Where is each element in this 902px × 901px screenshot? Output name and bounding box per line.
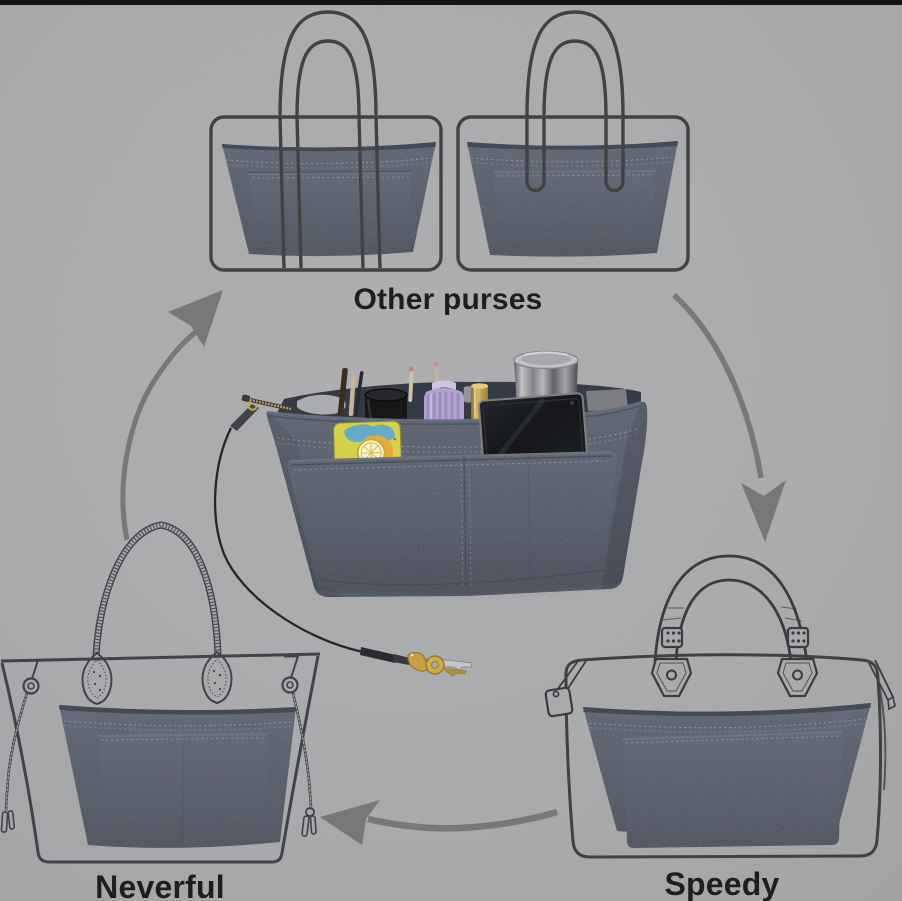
label-speedy: Speedy xyxy=(664,866,780,901)
neverful-rings-laces xyxy=(0,655,317,837)
speedy-outline xyxy=(564,653,887,859)
speedy-felt-insert xyxy=(583,703,871,848)
gold-zipper xyxy=(241,394,292,412)
tote-right-felt-insert xyxy=(467,141,678,257)
speedy-lock-tag xyxy=(544,660,587,718)
neverful-bag xyxy=(0,521,321,864)
leather-zipper-pull xyxy=(230,400,259,431)
label-neverful: Neverful xyxy=(95,869,225,901)
arrow-to-neverful xyxy=(320,800,558,845)
smartphone xyxy=(477,392,589,471)
tote-outline-right xyxy=(456,10,690,272)
neverful-leaf-patches xyxy=(81,650,233,706)
speedy-side-strap xyxy=(868,659,896,711)
tote-left-felt-insert xyxy=(222,142,436,257)
organizer-rim-fold xyxy=(266,401,642,422)
neverful-felt-insert xyxy=(59,705,296,848)
tote-left-outline xyxy=(209,10,443,272)
speedy-bag xyxy=(544,554,896,859)
tissue-highlight xyxy=(297,394,346,415)
top-black-bar xyxy=(0,0,902,5)
label-other-purses: Other purses xyxy=(353,283,543,316)
key-leash xyxy=(213,427,364,654)
neverful-handle xyxy=(92,521,222,657)
pens xyxy=(337,368,364,417)
gold-keys xyxy=(360,647,473,677)
tote-right-outline xyxy=(456,10,690,272)
organizer-photo xyxy=(213,350,648,677)
organizer-pockets xyxy=(287,450,618,589)
tote-outline-left xyxy=(209,10,443,272)
speedy-leaf-tabs xyxy=(650,657,819,698)
lavender-ribbed-bottle xyxy=(424,380,464,424)
neverful-outline xyxy=(0,652,321,864)
arrow-to-other-purses xyxy=(120,290,223,541)
black-cosmetic-jar xyxy=(364,388,408,421)
arrow-to-speedy xyxy=(672,292,786,542)
speedy-rivet-plates xyxy=(660,626,810,649)
pouch-behind-phone xyxy=(586,389,628,411)
